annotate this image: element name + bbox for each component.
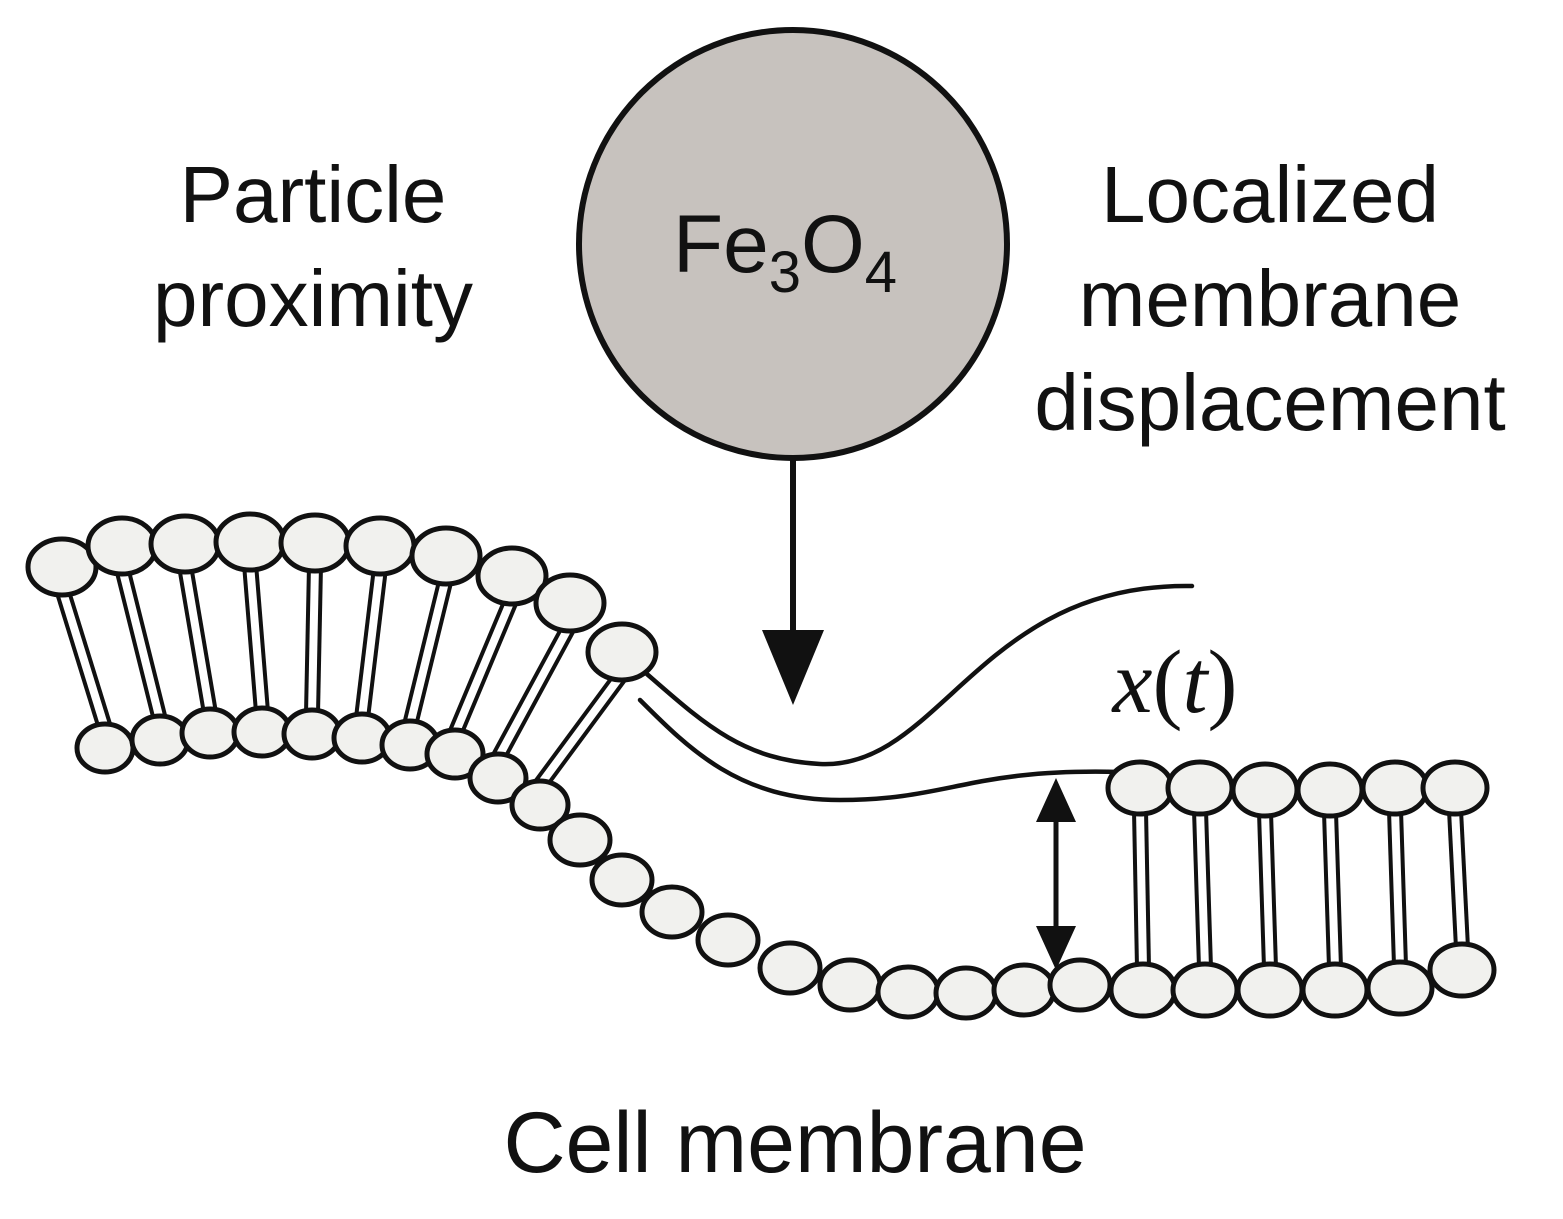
deformed-lower-surface [637, 697, 1123, 803]
lipid-tail-right [1268, 811, 1278, 968]
lipid-tail-left [304, 564, 312, 714]
lipid-head-right-bottom [1108, 961, 1178, 1019]
displacement-arrow [1036, 778, 1076, 970]
lipid-tail-right [1203, 809, 1213, 968]
lipid-head-left-bottom [74, 721, 136, 775]
lipid-tail-right [1333, 811, 1343, 968]
label-particle-proximity-line2: proximity [153, 254, 473, 343]
lipid-tail-left [253, 563, 270, 712]
lipid-head-right-bottom [1365, 959, 1435, 1017]
lipid-head-lower-dip [875, 964, 941, 1020]
lipid-tail-right [1458, 809, 1470, 948]
lipid-head-left-top [85, 515, 159, 577]
lipid-tail-left [402, 576, 443, 725]
lipid-tail-left [490, 621, 567, 757]
lipid-head-right-top [1165, 759, 1235, 817]
lipid-tail-left [177, 566, 207, 715]
lipid-head-lower-dip [547, 812, 613, 868]
lipid-tail-right [1257, 812, 1267, 969]
lipid-head-left-bottom [509, 778, 571, 832]
lipid-head-left-bottom [467, 751, 529, 805]
particle-circle [576, 27, 1010, 461]
lipid-tail-left [354, 567, 377, 718]
label-particle-proximity-line1: Particle [180, 150, 447, 239]
lipid-tail-left [54, 590, 102, 731]
lipid-head-right-top [1230, 761, 1300, 819]
lipid-head-lower-dip [933, 965, 999, 1021]
displacement-arrow-head-up [1036, 778, 1076, 822]
lipid-head-lower-dip [589, 852, 655, 908]
lipid-head-left-bottom [179, 706, 241, 760]
formula-fe: Fe [673, 199, 769, 290]
lipid-head-lower-dip [991, 962, 1057, 1018]
lipid-head-lower-dip [639, 884, 705, 940]
lipid-head-left-top [213, 511, 287, 573]
force-arrow [762, 460, 824, 705]
deformed-upper-surface [637, 583, 1195, 767]
lipid-tail-left [543, 676, 629, 790]
lipid-head-lower-dip [695, 912, 761, 968]
lipid-head-left-top [585, 621, 659, 683]
lipid-head-lower-dip [817, 957, 883, 1013]
lipid-tail-left [114, 568, 157, 722]
lipid-head-left-top [475, 545, 549, 607]
lipid-head-left-bottom [424, 727, 486, 781]
symbol-x: x [1111, 633, 1153, 732]
lipid-tail-left [125, 566, 168, 720]
lipid-head-right-top [1360, 759, 1430, 817]
formula-o: O [801, 199, 865, 290]
lipid-tail-left [533, 669, 619, 783]
lipid-tail-left [458, 599, 520, 738]
lipid-tail-left [365, 568, 388, 719]
displacement-symbol: x(t) [1111, 633, 1238, 732]
lipid-head-left-top [409, 525, 483, 587]
lipid-heads [25, 511, 1497, 1021]
lipid-head-left-top [343, 515, 417, 577]
lipid-head-left-bottom [129, 713, 191, 767]
lipid-head-right-bottom [1300, 961, 1370, 1019]
symbol-t: t [1182, 633, 1209, 732]
lipid-tail-right [1387, 810, 1397, 967]
lipid-tail-right [1322, 812, 1332, 969]
lipid-head-right-bottom [1427, 941, 1497, 999]
lipid-head-lower-dip [757, 940, 823, 996]
lipid-tail-right [1132, 810, 1140, 969]
lipid-head-left-top [278, 512, 352, 574]
lipid-tail-left [65, 586, 113, 727]
lipid-tail-left [242, 564, 259, 713]
lipid-head-right-bottom [1170, 961, 1240, 1019]
lipid-head-right-top [1295, 761, 1365, 819]
lipid-tail-left [315, 565, 323, 715]
lipid-tail-left [447, 594, 509, 733]
lipid-head-right-top [1105, 759, 1175, 817]
particle-formula: Fe3O4 [673, 199, 897, 305]
lipid-head-right-bottom [1235, 961, 1305, 1019]
lipid-head-left-bottom [281, 707, 343, 761]
fe3o4-particle: Fe3O4 [576, 27, 1010, 461]
symbol-open-paren: ( [1152, 633, 1182, 732]
lipid-tail-right [1447, 810, 1459, 949]
lipid-tail-left [413, 578, 454, 727]
lipid-tail-right [1143, 809, 1151, 968]
lipid-head-lower-dip [1047, 957, 1113, 1013]
label-displacement-line3: displacement [1034, 358, 1505, 447]
force-arrow-head [762, 630, 824, 705]
symbol-close-paren: ) [1207, 633, 1237, 732]
label-displacement-line2: membrane [1079, 254, 1461, 343]
lipid-tail-right [1192, 810, 1202, 969]
formula-sub-4: 4 [865, 240, 897, 305]
lipid-tails [54, 563, 1470, 969]
formula-sub-3: 3 [769, 240, 801, 305]
lipid-head-left-top [148, 513, 222, 575]
label-cell-membrane: Cell membrane [503, 1095, 1086, 1191]
lipid-tail-left [188, 564, 218, 713]
lipid-tail-left [501, 626, 578, 762]
lipid-head-left-top [533, 572, 607, 634]
cell-membrane-bilayer [25, 511, 1497, 1021]
lipid-head-right-top [1420, 759, 1490, 817]
lipid-tail-right [1398, 809, 1408, 966]
displacement-arrow-head-down [1036, 926, 1076, 970]
label-displacement-line1: Localized [1101, 150, 1439, 239]
